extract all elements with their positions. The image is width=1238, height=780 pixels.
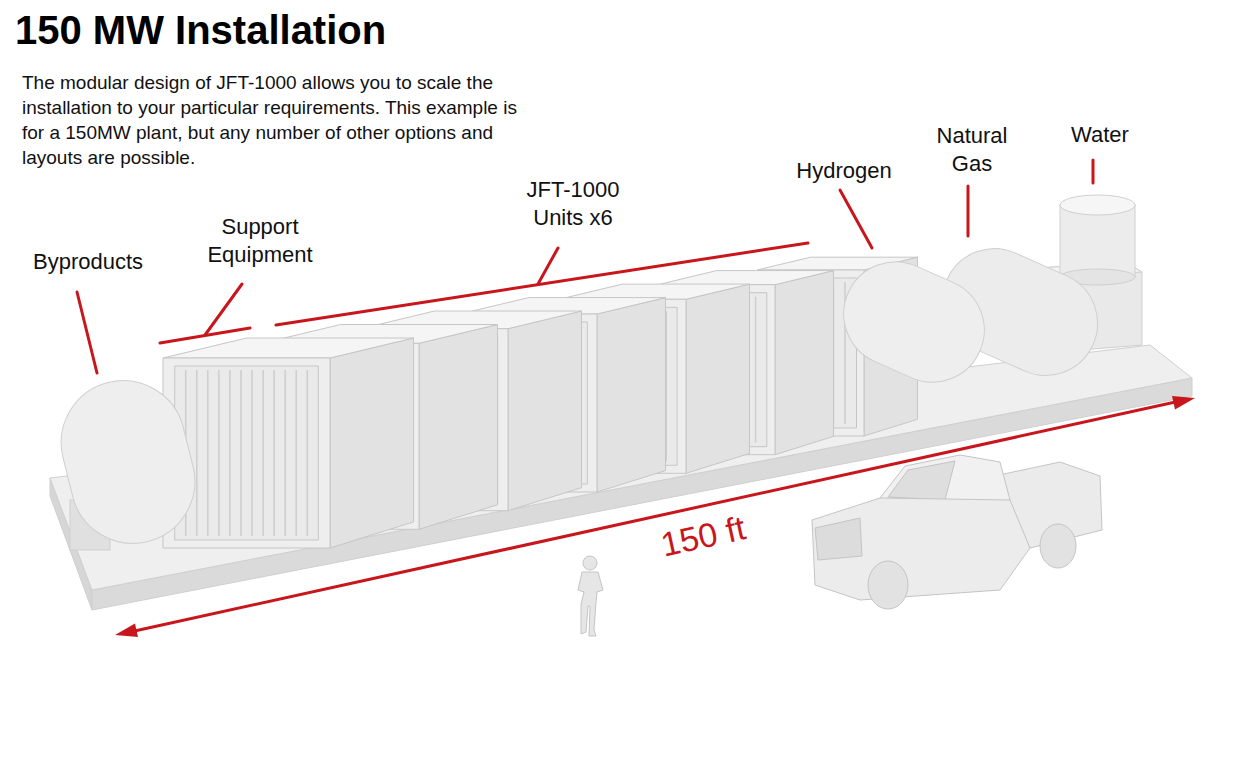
container-side (419, 325, 498, 530)
person-figure (578, 556, 603, 636)
callout-label: Byproducts (13, 248, 163, 276)
truck-wheel-front (868, 561, 908, 609)
intro-note: The modular design of JFT-1000 allows yo… (22, 70, 542, 170)
container-top (658, 271, 834, 285)
container-side (775, 271, 834, 455)
callout-label: Water (1050, 121, 1150, 149)
water-cylinder-top (1060, 195, 1135, 215)
gas-leader (967, 186, 970, 236)
container-top (559, 284, 750, 299)
person-head (583, 556, 597, 570)
container-top (163, 338, 414, 358)
support-leader (205, 284, 242, 335)
container-rib (251, 370, 253, 536)
person-body (578, 572, 603, 636)
byproducts-tank (48, 367, 208, 556)
container-rib (196, 370, 198, 536)
dimension-arrow (115, 396, 1195, 637)
container-side (686, 284, 750, 473)
water-cylinder-body (1060, 205, 1135, 277)
callout-label: JFT-1000 Units x6 (508, 176, 638, 232)
pickup-truck (812, 455, 1102, 609)
hydrogen-tank (827, 245, 1001, 399)
dimension-line (130, 401, 1180, 632)
page-title: 150 MW Installation (15, 8, 386, 53)
dimension-label: 150 ft (601, 496, 804, 576)
container-side (508, 311, 582, 511)
shipping-container (163, 338, 414, 548)
container-rib (295, 370, 297, 536)
hydrogen-tank-body (827, 245, 1001, 399)
leader-lines (77, 160, 1093, 373)
hydrogen-leader (840, 190, 872, 248)
truck-body (812, 498, 1030, 600)
container-rib (307, 370, 309, 536)
container-rib (207, 370, 209, 536)
truck-grille (815, 518, 862, 560)
container-rib (229, 370, 231, 536)
units-leader (538, 248, 558, 284)
container-rib (273, 370, 275, 536)
container-door (175, 366, 319, 540)
truck-wheel-rear (1040, 524, 1076, 568)
container-row (163, 257, 918, 548)
byproducts-tank-body (48, 367, 208, 556)
container-side (330, 338, 414, 548)
callout-label: Support Equipment (190, 213, 330, 269)
dimension-head-right (1172, 396, 1195, 410)
container-side (597, 298, 666, 492)
container-rib (240, 370, 242, 536)
water-leader (1092, 160, 1095, 183)
units-bracket (276, 243, 808, 325)
container-rib (218, 370, 220, 536)
dimension-head-left (115, 624, 138, 638)
container-rib (284, 370, 286, 536)
callout-label: Natural Gas (922, 122, 1022, 178)
byproducts-leader (77, 292, 97, 373)
truck-windshield (888, 461, 955, 500)
container-rib (755, 297, 757, 443)
container-rib (262, 370, 264, 536)
callout-label: Hydrogen (784, 157, 904, 185)
